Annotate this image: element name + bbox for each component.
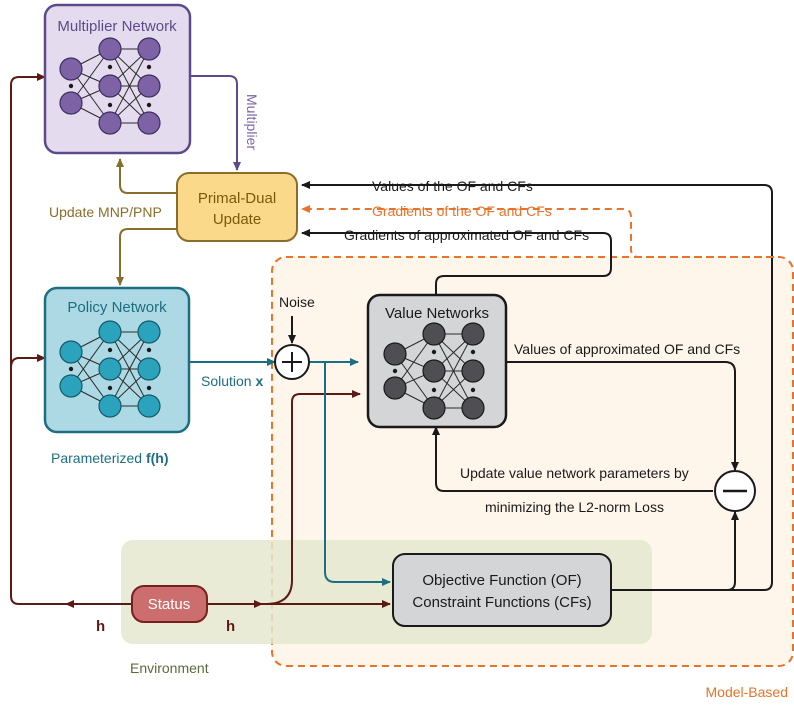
multiplier-network-title: Multiplier Network <box>57 18 177 35</box>
gradients-approx-arrow <box>301 229 612 295</box>
policy-network-neuron <box>137 357 161 381</box>
value-networks-neuron <box>422 359 446 383</box>
policy-network-ellipsis-dot <box>68 366 74 372</box>
value-networks-neuron <box>461 396 485 420</box>
multiplier-network-ellipsis-dot <box>107 64 113 70</box>
h-right-label: h <box>226 618 235 635</box>
multiplier-network-ellipsis-dot <box>68 83 74 89</box>
multiplier-network-neuron <box>137 111 161 135</box>
policy-network-neuron <box>98 357 122 381</box>
policy-network-title: Policy Network <box>67 299 167 316</box>
objective-line2: Constraint Functions (CFs) <box>412 594 591 611</box>
primal-dual-line2: Update <box>213 211 261 228</box>
solution-label: Solution x <box>201 373 263 389</box>
multiplier-network-neuron <box>137 74 161 98</box>
objective-box <box>392 553 612 627</box>
policy-network-neuron <box>137 320 161 344</box>
policy-caption-bold: f(h) <box>146 450 169 466</box>
value-networks-neuron <box>422 396 446 420</box>
policy-network-neuron <box>59 374 83 398</box>
multiplier-network-ellipsis-dot <box>107 102 113 108</box>
solution-label-prefix: Solution <box>201 373 255 389</box>
policy-network-ellipsis-dot <box>146 385 152 391</box>
policy-caption: Parameterized f(h) <box>51 450 168 466</box>
value-networks-edge <box>433 333 474 409</box>
value-networks-title: Value Networks <box>385 305 489 322</box>
policy-caption-prefix: Parameterized <box>51 450 146 466</box>
h-left-label: h <box>96 618 105 635</box>
h-to-policy-line <box>10 354 46 369</box>
multiplier-network-ellipsis-dot <box>146 64 152 70</box>
multiplier-network-neuron <box>98 37 122 61</box>
h-to-value-line <box>265 390 361 605</box>
value-networks-ellipsis-dot <box>431 387 437 393</box>
h-feedback-line <box>10 73 132 605</box>
value-networks-ellipsis-dot <box>392 368 398 374</box>
solution-label-bold: x <box>255 373 263 389</box>
value-networks-neuron <box>383 342 407 366</box>
plus-sign-icon <box>282 352 302 372</box>
policy-network-ellipsis-dot <box>146 347 152 353</box>
multiplier-network-edge <box>109 48 150 124</box>
multiplier-network-neuron <box>59 91 83 115</box>
noise-label: Noise <box>279 294 315 310</box>
value-networks-graph <box>383 322 485 420</box>
objective-line1: Objective Function (OF) <box>422 572 581 589</box>
policy-network-ellipsis-dot <box>107 385 113 391</box>
update-value-arrow <box>432 426 713 492</box>
values-approx-label: Values of approximated OF and CFs <box>514 341 740 357</box>
policy-network-neuron <box>98 394 122 418</box>
multiplier-label: Multiplier <box>244 94 260 150</box>
gradients-approx-label: Gradients of approximated OF and CFs <box>344 227 589 243</box>
values-approx-arrow <box>506 361 739 471</box>
solution-to-objective-arrow <box>324 362 391 586</box>
multiplier-network-neuron <box>59 57 83 81</box>
multiplier-arrow <box>190 75 241 171</box>
objective-to-minus-arrow <box>611 511 739 591</box>
policy-network-edge <box>109 331 150 407</box>
policy-network-neuron <box>98 320 122 344</box>
value-networks-ellipsis-dot <box>470 349 476 355</box>
value-networks-ellipsis-dot <box>431 349 437 355</box>
multiplier-network-ellipsis-dot <box>146 102 152 108</box>
values-of-label: Values of the OF and CFs <box>372 178 533 194</box>
update-value-label-1: Update value network parameters by <box>460 465 689 481</box>
multiplier-network-neuron <box>137 37 161 61</box>
value-networks-ellipsis-dot <box>470 387 476 393</box>
values-of-arrow <box>301 181 773 591</box>
gradients-of-label: Gradients of the OF and CFs <box>372 203 552 219</box>
update-mnp-label: Update MNP/PNP <box>49 204 162 220</box>
model-based-label: Model-Based <box>706 684 789 700</box>
environment-label: Environment <box>130 660 209 676</box>
policy-network-neuron <box>137 394 161 418</box>
policy-network-ellipsis-dot <box>107 347 113 353</box>
value-networks-neuron <box>383 376 407 400</box>
policy-network-graph <box>59 320 161 418</box>
gradients-of-arrow <box>301 205 774 258</box>
value-networks-neuron <box>422 322 446 346</box>
multiplier-network-graph <box>59 37 161 135</box>
multiplier-network-neuron <box>98 74 122 98</box>
update-value-label-2: minimizing the L2-norm Loss <box>485 499 664 515</box>
value-networks-neuron <box>461 322 485 346</box>
primal-dual-box <box>176 172 298 242</box>
status-title: Status <box>148 596 191 613</box>
multiplier-network-neuron <box>98 111 122 135</box>
update-mnp-arrow-down <box>116 228 177 286</box>
update-mnp-arrow-up <box>116 158 177 194</box>
primal-dual-line1: Primal-Dual <box>198 190 276 207</box>
status-box <box>131 585 208 623</box>
policy-network-neuron <box>59 340 83 364</box>
value-networks-neuron <box>461 359 485 383</box>
